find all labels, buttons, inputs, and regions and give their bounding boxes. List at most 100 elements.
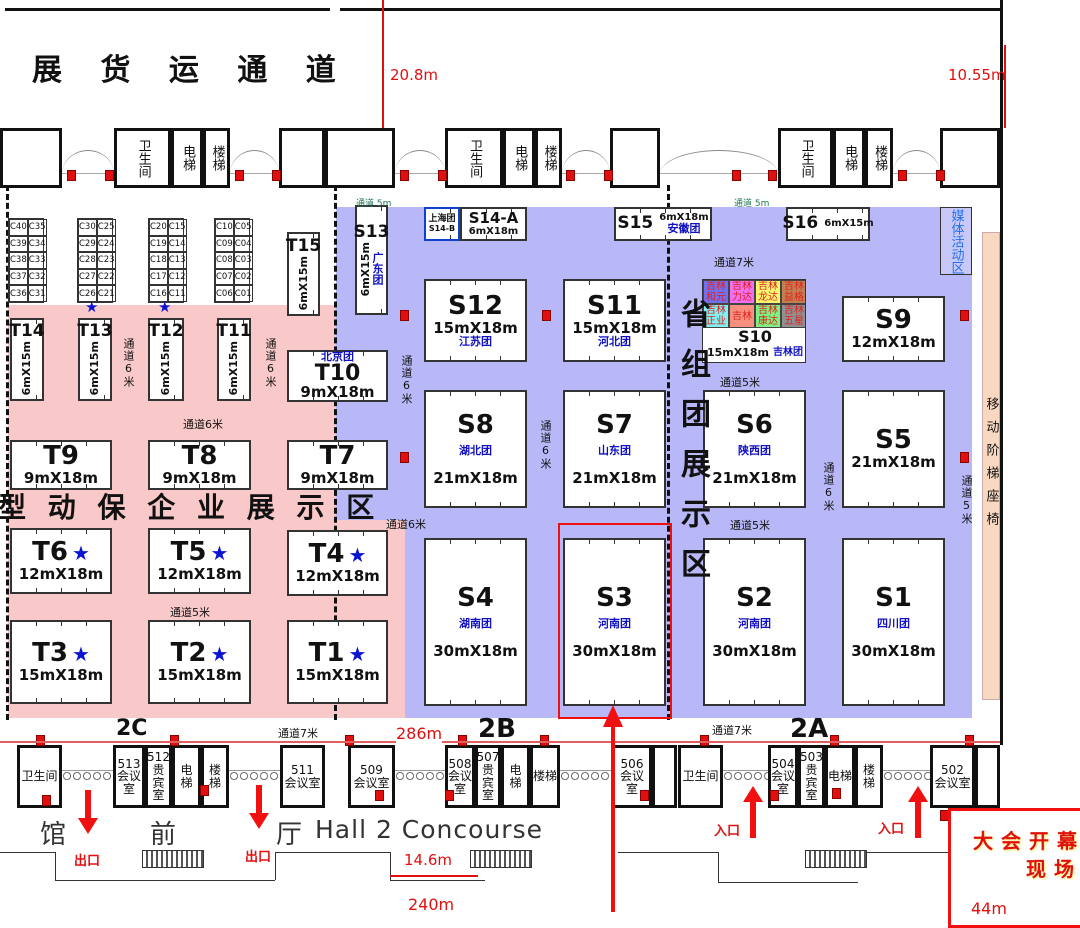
booth-T5[interactable]: T5★12mX18m	[148, 528, 251, 594]
room-电梯[interactable]: 电梯	[833, 128, 865, 188]
c-booth[interactable]: C25	[96, 219, 116, 236]
booth-S10[interactable]: S10 15mX18m 吉林团 吉林和元吉林力达吉林龙达吉林益格吉林正业吉林吉林…	[702, 279, 806, 363]
room-卫生间[interactable]: 卫生间	[778, 128, 833, 188]
room-电梯[interactable]: 电梯	[501, 745, 530, 808]
room-楼梯[interactable]: 楼梯	[530, 745, 560, 808]
c-booth[interactable]: C21	[96, 285, 116, 302]
c-booth[interactable]: C01	[233, 285, 253, 302]
c-booth[interactable]: C19	[149, 235, 168, 253]
c-booth[interactable]: C38	[9, 252, 28, 269]
room-service[interactable]	[610, 128, 660, 188]
c-booth[interactable]: C26	[78, 285, 97, 302]
room-503贵宾室[interactable]: 503 贵宾室	[798, 745, 825, 808]
s10-exhibitor[interactable]: 吉林康达	[755, 304, 781, 328]
c-booth[interactable]: C24	[96, 235, 116, 253]
c-booth[interactable]: C06	[215, 285, 234, 302]
c-booth[interactable]: C30	[78, 219, 97, 236]
booth-T1[interactable]: T1★15mX18m	[287, 620, 388, 704]
s10-exhibitor[interactable]: 吉林正业	[703, 304, 729, 328]
room-service[interactable]	[325, 128, 395, 188]
room-512贵宾室[interactable]: 512 贵宾室	[145, 745, 172, 808]
c-booth[interactable]: C27	[78, 268, 97, 286]
c-booth[interactable]: C16	[149, 285, 168, 302]
c-booth[interactable]: C40	[9, 219, 28, 236]
c-booth[interactable]: C13	[167, 252, 187, 269]
room-卫生间[interactable]: 卫生间	[445, 128, 503, 188]
room-楼梯[interactable]: 楼梯	[535, 128, 562, 188]
c-booth[interactable]: C22	[96, 268, 116, 286]
s10-exhibitor[interactable]: 吉林龙达	[755, 280, 781, 304]
booth-T4[interactable]: T4★12mX18m	[287, 530, 388, 596]
room-楼梯[interactable]: 楼梯	[855, 745, 883, 808]
room-电梯[interactable]: 电梯	[503, 128, 535, 188]
c-booth[interactable]: C36	[9, 285, 28, 302]
c-booth[interactable]: C10	[215, 219, 234, 236]
c-booth[interactable]: C05	[233, 219, 253, 236]
c-booth[interactable]: C02	[233, 268, 253, 286]
room-509会议室[interactable]: 509 会议室	[348, 745, 395, 808]
c-booth[interactable]: C17	[149, 268, 168, 286]
c-booth[interactable]: C33	[27, 252, 47, 269]
c-booth[interactable]: C29	[78, 235, 97, 253]
room-service[interactable]	[279, 128, 325, 188]
c-booth[interactable]: C31	[27, 285, 47, 302]
c-booth[interactable]: C34	[27, 235, 47, 253]
room-507贵宾室[interactable]: 507 贵宾室	[475, 745, 501, 808]
room-511会议室[interactable]: 511 会议室	[280, 745, 325, 808]
room-service[interactable]	[0, 128, 62, 188]
c-booth[interactable]: C18	[149, 252, 168, 269]
room-楼梯[interactable]: 楼梯	[865, 128, 893, 188]
room-卫生间[interactable]: 卫生间	[678, 745, 723, 808]
s10-exhibitor[interactable]: 吉林五星	[781, 304, 805, 328]
c-booth[interactable]: C39	[9, 235, 28, 253]
room-service[interactable]	[940, 128, 1000, 188]
room-楼梯[interactable]: 楼梯	[201, 745, 229, 808]
mobile-seats[interactable]: 移动阶梯座椅	[982, 232, 1000, 700]
booth-T6[interactable]: T6★12mX18m	[10, 528, 112, 594]
room-506会议室[interactable]: 506 会议室	[612, 745, 652, 808]
room-502会议室[interactable]: 502 会议室	[930, 745, 975, 808]
room-卫生间[interactable]: 卫生间	[114, 128, 171, 188]
room-楼梯[interactable]: 楼梯	[203, 128, 230, 188]
c-booth[interactable]: C14	[167, 235, 187, 253]
c-booth[interactable]: C11	[167, 285, 187, 302]
c-booth[interactable]: C04	[233, 235, 253, 253]
c-booth[interactable]: C23	[96, 252, 116, 269]
c-booth[interactable]: C15	[167, 219, 187, 236]
room-卫生间[interactable]: 卫生间	[17, 745, 62, 808]
c-booth[interactable]: C08	[215, 252, 234, 269]
booth-T3[interactable]: T3★15mX18m	[10, 620, 112, 704]
room-513会议室[interactable]: 513 会议室	[113, 745, 145, 808]
booth-T2[interactable]: T2★15mX18m	[148, 620, 251, 704]
c-booth[interactable]: C07	[215, 268, 234, 286]
c-booth[interactable]: C37	[9, 268, 28, 286]
c-booth[interactable]: C20	[149, 219, 168, 236]
s10-exhibitor[interactable]: 吉林力达	[729, 280, 755, 304]
s10-exhibitor[interactable]: 吉林	[729, 304, 755, 328]
room-service[interactable]	[975, 745, 1000, 808]
c-booth[interactable]: C03	[233, 252, 253, 269]
